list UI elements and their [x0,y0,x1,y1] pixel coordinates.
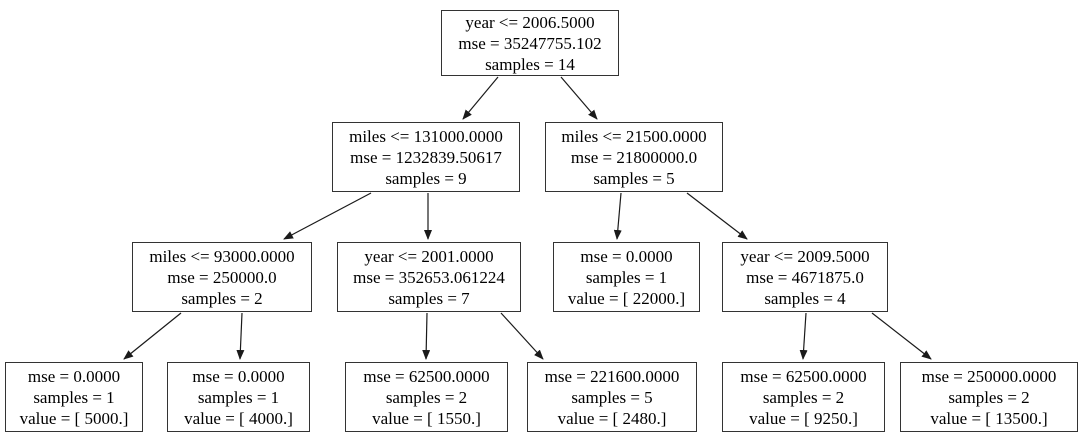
tree-node-lrr-leaf: mse = 221600.0000 samples = 5 value = [ … [527,362,697,432]
node-mse: mse = 4671875.0 [746,267,864,287]
edge-lr-to-lrr [500,312,544,360]
node-value: value = [ 22000.] [567,288,686,308]
edge-ll-to-lll [123,312,182,360]
node-samples: samples = 1 [33,387,115,407]
node-mse: mse = 250000.0 [167,267,277,287]
edge-l-to-ll [283,192,372,240]
edge-root-to-left [462,76,499,120]
node-condition: miles <= 131000.0000 [349,126,503,146]
node-mse: mse = 35247755.102 [458,33,602,53]
edge-lr-to-lrl [422,312,431,360]
node-samples: samples = 4 [764,288,846,308]
tree-node-lr: year <= 2001.0000 mse = 352653.061224 sa… [337,242,521,312]
node-mse: mse = 21800000.0 [570,147,698,167]
node-mse: mse = 1232839.50617 [350,147,502,167]
tree-node-lrl-leaf: mse = 62500.0000 samples = 2 value = [ 1… [345,362,508,432]
node-samples: samples = 5 [571,387,653,407]
node-samples: samples = 2 [948,387,1030,407]
tree-node-ll: miles <= 93000.0000 mse = 250000.0 sampl… [132,242,312,312]
node-samples: samples = 9 [385,168,467,188]
node-mse: mse = 0.0000 [27,366,121,386]
node-mse: mse = 250000.0000 [921,366,1057,386]
node-samples: samples = 14 [485,54,575,74]
tree-node-rrr-leaf: mse = 250000.0000 samples = 2 value = [ … [900,362,1078,432]
node-value: value = [ 5000.] [19,408,129,428]
node-condition: year <= 2006.5000 [465,12,595,32]
edge-root-to-right [560,76,598,120]
edge-rr-to-rrr [871,312,932,360]
node-samples: samples = 2 [181,288,263,308]
edge-r-to-rr [686,192,748,240]
node-condition: miles <= 93000.0000 [149,246,295,266]
tree-node-lll-leaf: mse = 0.0000 samples = 1 value = [ 5000.… [5,362,143,432]
tree-node-rl-leaf: mse = 0.0000 samples = 1 value = [ 22000… [553,242,700,312]
tree-node-rrl-leaf: mse = 62500.0000 samples = 2 value = [ 9… [722,362,885,432]
node-samples: samples = 1 [585,267,668,287]
node-samples: samples = 2 [762,387,845,407]
node-condition: miles <= 21500.0000 [561,126,707,146]
node-samples: samples = 1 [197,387,280,407]
tree-node-rr: year <= 2009.5000 mse = 4671875.0 sample… [722,242,888,312]
node-value: value = [ 2480.] [557,408,667,428]
edge-ll-to-llr [236,312,245,360]
edge-rr-to-rrl [799,312,808,360]
node-value: value = [ 1550.] [372,408,481,428]
node-mse: mse = 62500.0000 [363,366,490,386]
node-mse: mse = 0.0000 [580,246,673,266]
tree-node-r: miles <= 21500.0000 mse = 21800000.0 sam… [545,122,723,192]
node-samples: samples = 7 [388,288,470,308]
node-mse: mse = 221600.0000 [544,366,680,386]
node-value: value = [ 9250.] [749,408,858,428]
node-condition: year <= 2001.0000 [364,246,494,266]
tree-node-root: year <= 2006.5000 mse = 35247755.102 sam… [441,10,619,76]
node-samples: samples = 2 [385,387,468,407]
edge-r-to-rl [613,192,622,240]
tree-node-llr-leaf: mse = 0.0000 samples = 1 value = [ 4000.… [167,362,310,432]
node-mse: mse = 62500.0000 [740,366,867,386]
node-condition: year <= 2009.5000 [740,246,870,266]
node-samples: samples = 5 [593,168,675,188]
node-value: value = [ 13500.] [930,408,1048,428]
node-mse: mse = 0.0000 [192,366,285,386]
node-mse: mse = 352653.061224 [353,267,505,287]
node-value: value = [ 4000.] [184,408,293,428]
tree-node-l: miles <= 131000.0000 mse = 1232839.50617… [332,122,520,192]
